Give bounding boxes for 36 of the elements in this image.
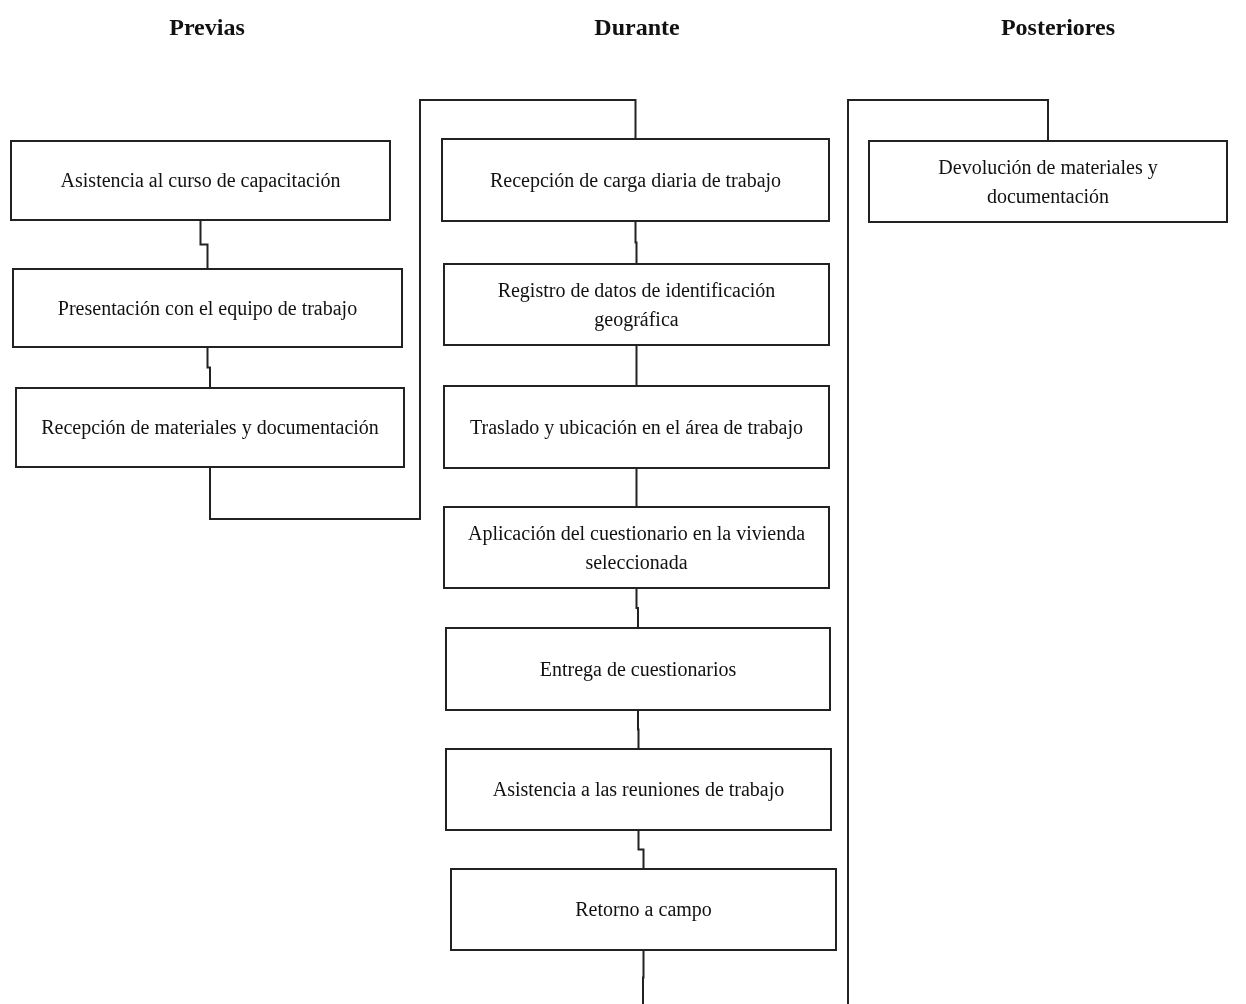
connector-line <box>634 221 638 264</box>
connector-line <box>199 220 209 269</box>
step-label: Recepción de materiales y documentación <box>41 415 379 441</box>
process-box <box>12 268 403 348</box>
process-box <box>443 385 830 469</box>
process-box <box>443 263 830 346</box>
process-box <box>450 868 837 951</box>
connector-line <box>635 468 638 507</box>
process-box <box>445 627 831 711</box>
connector-line <box>635 588 639 628</box>
column-heading: Posteriores <box>1000 14 1116 41</box>
step-label: Devolución de materiales y documentación <box>937 154 1159 209</box>
process-box <box>441 138 830 222</box>
column-heading: Previas <box>169 14 245 41</box>
step-label: Aplicación del cuestionario en la vivienda seleccionada <box>466 520 807 575</box>
process-box <box>445 748 832 831</box>
connector-line <box>642 950 645 1004</box>
process-box <box>443 506 830 589</box>
step-label: Registro de datos de identificación geográfica <box>496 277 777 333</box>
step-label: Presentación con el equipo de trabajo <box>57 295 358 322</box>
connector-line <box>206 347 211 388</box>
step-label: Traslado y ubicación en el área de trabajo <box>470 414 803 441</box>
step-label: Retorno a campo <box>575 897 712 923</box>
step-label: Asistencia al curso de capacitación <box>60 168 341 194</box>
step-label: Asistencia a las reuniones de trabajo <box>492 777 785 803</box>
connector-line <box>635 345 638 386</box>
process-box <box>868 140 1228 223</box>
process-box <box>10 140 391 221</box>
step-label: Recepción de carga diaria de trabajo <box>489 167 782 194</box>
step-label: Entrega de cuestionarios <box>539 656 737 683</box>
connector-line <box>209 99 637 520</box>
connector-line <box>637 710 640 749</box>
process-box <box>15 387 405 468</box>
connector-line <box>637 830 645 869</box>
column-heading: Durante <box>594 14 680 41</box>
connector-line <box>847 99 1049 1004</box>
